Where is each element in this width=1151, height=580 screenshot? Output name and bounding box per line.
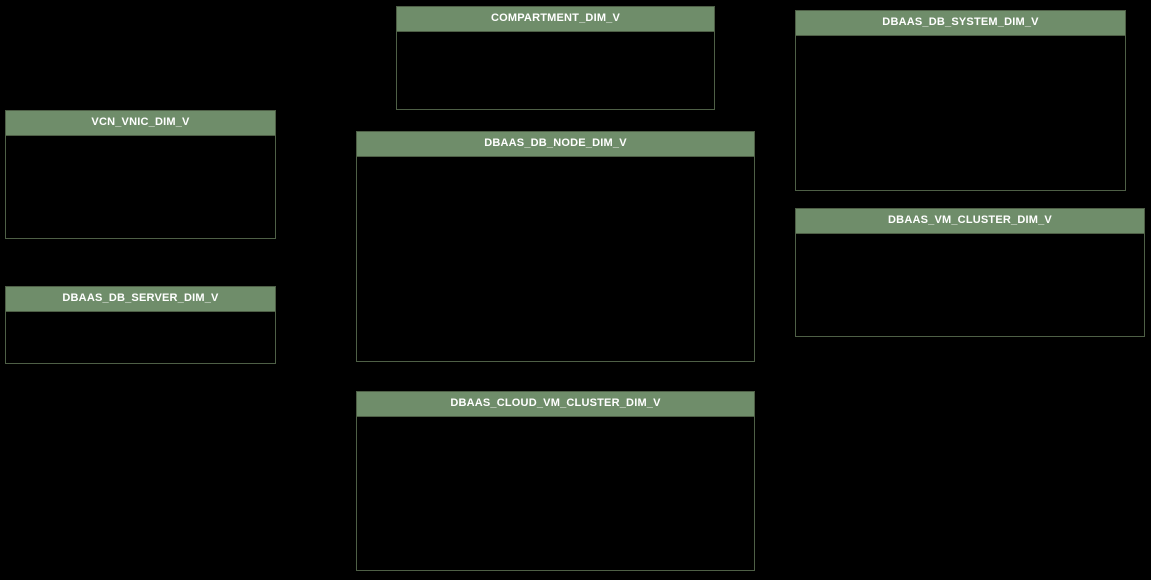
entity-title: DBAAS_CLOUD_VM_CLUSTER_DIM_V [357,392,754,417]
entity-title: DBAAS_DB_NODE_DIM_V [357,132,754,157]
entity-attributes [796,36,1125,190]
entity-attributes [357,157,754,361]
entity-box[interactable]: DBAAS_DB_SYSTEM_DIM_V [795,10,1126,191]
entity-attributes [397,32,714,109]
entity-box[interactable]: VCN_VNIC_DIM_V [5,110,276,239]
entity-title: VCN_VNIC_DIM_V [6,111,275,136]
entity-attributes [357,417,754,570]
entity-box[interactable]: DBAAS_DB_SERVER_DIM_V [5,286,276,364]
entity-box[interactable]: DBAAS_CLOUD_VM_CLUSTER_DIM_V [356,391,755,571]
entity-box[interactable]: DBAAS_VM_CLUSTER_DIM_V [795,208,1145,337]
entity-attributes [6,312,275,363]
entity-attributes [6,136,275,238]
entity-title: DBAAS_VM_CLUSTER_DIM_V [796,209,1144,234]
entity-title: DBAAS_DB_SYSTEM_DIM_V [796,11,1125,36]
entity-title: DBAAS_DB_SERVER_DIM_V [6,287,275,312]
entity-box[interactable]: COMPARTMENT_DIM_V [396,6,715,110]
entity-title: COMPARTMENT_DIM_V [397,7,714,32]
entity-box[interactable]: DBAAS_DB_NODE_DIM_V [356,131,755,362]
entity-attributes [796,234,1144,336]
